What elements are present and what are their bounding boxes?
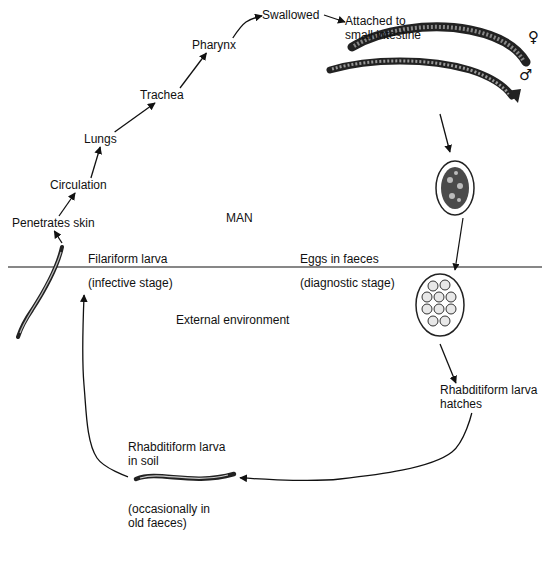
egg-cell — [446, 292, 456, 302]
cycle-arrow — [91, 147, 100, 178]
stage-label: Pharynx — [192, 38, 240, 53]
egg-embryo — [441, 167, 469, 209]
cycle-arrow — [240, 413, 472, 480]
stage-label: Attached to small intestine — [345, 14, 545, 114]
stage-label: Lungs — [84, 132, 120, 147]
male-worm — [330, 61, 512, 96]
egg-shell — [416, 274, 464, 336]
egg-cell — [428, 281, 438, 291]
stage-label: Filariform larva (infective stage) — [14, 243, 206, 295]
stage-text: Filariform larva — [88, 252, 167, 266]
stage-text: Pharynx — [192, 38, 236, 52]
stage-label: Rhabditiform larva in soil (occasionally … — [128, 440, 240, 532]
egg-cell — [422, 292, 432, 302]
stage-label: Rhabditiform larva hatches — [440, 383, 546, 413]
stage-text: Eggs in faeces — [300, 252, 379, 266]
stage-label: Penetrates skin — [12, 216, 106, 231]
embryo-cell — [457, 183, 463, 189]
egg-shell — [436, 161, 474, 215]
male-bursa — [507, 89, 521, 103]
egg-cell — [434, 304, 444, 314]
boundary-line — [8, 266, 542, 267]
cycle-arrow — [440, 114, 450, 152]
stage-text: Attached to small intestine — [345, 14, 429, 42]
embryo-cell — [449, 193, 455, 199]
stage-label: Circulation — [50, 178, 116, 193]
cycle-arrow — [440, 344, 456, 383]
stage-label: Swallowed — [262, 7, 324, 23]
cycle-arrow — [83, 295, 128, 477]
stage-text: (occasionally in old faeces) — [128, 502, 220, 530]
cycle-arrow — [54, 231, 62, 243]
stage-text: Circulation — [50, 178, 107, 192]
sex-symbol: ♂ — [519, 68, 532, 82]
egg-cell — [446, 304, 456, 314]
stage-text: Rhabditiform larva hatches — [440, 383, 544, 411]
egg-cell — [428, 316, 438, 326]
egg-cell — [440, 280, 450, 290]
cycle-arrow — [59, 193, 75, 216]
stage-text: Swallowed — [262, 8, 319, 22]
region-label: External environment — [176, 313, 289, 327]
rhabditiform-larva-texture — [140, 475, 228, 478]
egg-cells — [422, 280, 456, 326]
embryo-cell — [457, 198, 461, 202]
cycle-arrow — [115, 103, 155, 132]
stage-text: Trachea — [140, 88, 184, 102]
cycle-arrow — [324, 15, 345, 22]
egg-cell — [422, 304, 432, 314]
development-arrow — [455, 218, 463, 270]
sex-symbol: ♀ — [528, 30, 539, 44]
stage-text: Penetrates skin — [12, 216, 95, 230]
egg-cell — [440, 316, 450, 326]
rhabditiform-larva — [136, 474, 234, 479]
filariform-larva-texture — [20, 252, 61, 333]
male-worm-texture — [332, 61, 509, 94]
stage-text: Lungs — [84, 132, 117, 146]
region-label: MAN — [226, 211, 253, 225]
stage-text: Rhabditiform larva in soil — [128, 440, 232, 468]
stage-text: (diagnostic stage) — [300, 276, 395, 290]
embryo-cell — [454, 171, 458, 175]
filariform-larva — [18, 247, 62, 337]
cycle-arrow — [180, 53, 206, 88]
stage-label: Eggs in faeces (diagnostic stage) — [300, 152, 480, 344]
embryo-cell — [447, 177, 453, 183]
stage-label: Trachea — [140, 88, 190, 103]
egg-cell — [434, 292, 444, 302]
cycle-arrow — [233, 16, 262, 38]
stage-text: (infective stage) — [88, 276, 173, 290]
